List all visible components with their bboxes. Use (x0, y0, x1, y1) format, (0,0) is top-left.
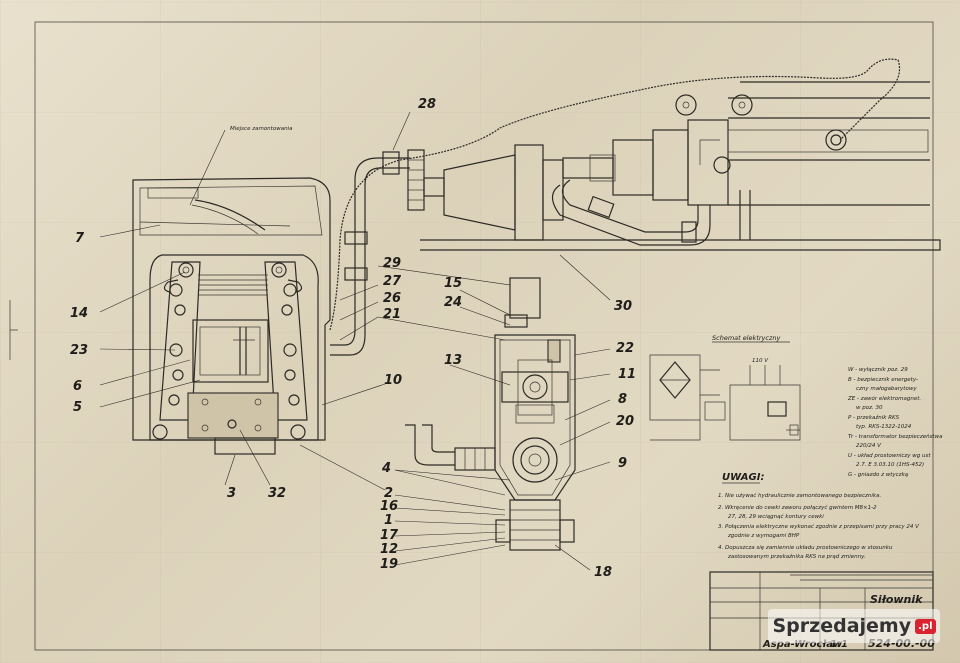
part-number-29: 29 (383, 256, 401, 271)
legend-line: 2.7. E 3.03.10 (1HS-452) (856, 462, 924, 468)
note-line: 27, 28, 29 wciągnąć kontury cewki (728, 513, 824, 520)
legend-line: czny małogabarytowy (856, 386, 917, 392)
part-number-32: 32 (268, 486, 286, 501)
note-line: 3. Połączenia elektryczne wykonać zgodni… (718, 523, 920, 530)
elec-schema-title: Schemat elektryczny (712, 334, 780, 342)
legend-line: U - układ prostowniczy wg ust (848, 453, 931, 459)
part-number-24: 24 (444, 295, 462, 310)
electrical-schematic (649, 354, 801, 441)
leader-lines (99, 111, 611, 571)
legend-line: typ. RKS-1322-1024 (856, 424, 912, 430)
part-number-6: 6 (73, 379, 82, 394)
part-number-1: 1 (384, 513, 393, 528)
drawing-frame (34, 21, 934, 651)
part-number-11: 11 (618, 367, 636, 382)
part-number-5: 5 (73, 400, 82, 415)
housing-assembly (132, 177, 331, 455)
part-number-22: 22 (616, 341, 634, 356)
schematic-legend: W - wyłącznik poz. 29 B - bezpiecznik en… (847, 367, 943, 478)
note-line: 2. Wkręcenie do cewki zaworu połączyć gw… (718, 504, 877, 511)
watermark-badge: Sprzedajemy.pl (768, 609, 940, 643)
note-line: 1. Nie używać hydraulicznie zamontowaneg… (718, 492, 881, 499)
part-number-27: 27 (383, 274, 402, 289)
cylinder-assembly (407, 81, 941, 251)
notes-title: UWAGI: (722, 472, 764, 483)
part-number-13: 13 (444, 353, 462, 368)
voltage-label: 110 V (752, 358, 769, 364)
legend-line: G - gniazdo z wtyczką (848, 472, 909, 478)
legend-line: B - bezpiecznik energety- (848, 377, 918, 383)
part-number-23: 23 (70, 343, 88, 358)
part-number-2: 2 (384, 486, 393, 501)
part-number-3: 3 (227, 486, 236, 501)
part-number-17: 17 (380, 528, 399, 543)
part-number-8: 8 (618, 392, 627, 407)
part-number-14: 14 (70, 306, 88, 321)
part-number-21: 21 (383, 307, 401, 322)
part-number-18: 18 (594, 565, 612, 580)
note-line: 4. Dopuszcza się zamiennie układu prosto… (718, 545, 893, 551)
part-number-20: 20 (616, 414, 634, 429)
watermark-suffix: .pl (915, 618, 936, 634)
part-number-10: 10 (384, 373, 402, 388)
part-number-7: 7 (75, 231, 85, 246)
part-number-16: 16 (380, 499, 398, 514)
legend-line: Tr - transformator bezpieczeństwa (848, 433, 943, 440)
part-number-15: 15 (444, 276, 462, 291)
mounting-note: Miejsce zamontowania (230, 126, 293, 132)
legend-line: w poz. 30 (856, 405, 883, 411)
title-name: Siłownik (870, 593, 923, 606)
hydraulic-pipe (329, 58, 901, 356)
watermark-text: Sprzedajemy (772, 615, 912, 637)
legend-line: ZE - zawór elektromagnet. (847, 395, 921, 402)
part-number-4: 4 (381, 461, 391, 476)
legend-line: W - wyłącznik poz. 29 (848, 367, 908, 373)
part-number-9: 9 (618, 456, 627, 471)
part-number-30: 30 (614, 299, 632, 314)
valve-assembly (405, 277, 576, 551)
legend-line: 220/24 V (856, 443, 882, 449)
title-company: Aspa-Wrocław (762, 639, 843, 650)
part-number-26: 26 (383, 291, 401, 306)
part-number-12: 12 (380, 542, 398, 557)
part-number-19: 19 (380, 557, 398, 572)
note-line: zastosowanym przekaźnika RKS na prąd zmi… (727, 553, 866, 560)
part-numbers: 28 7 14 23 6 5 3 32 10 29 27 26 21 15 24… (70, 97, 636, 580)
part-number-28: 28 (418, 97, 436, 112)
notes-block: UWAGI: 1. Nie używać hydraulicznie zamon… (718, 472, 920, 560)
legend-line: P - przekaźnik RKS (848, 414, 900, 421)
title-scale: 1:1 (830, 639, 848, 650)
note-line: zgodnie z wymogami BHP (727, 533, 800, 539)
